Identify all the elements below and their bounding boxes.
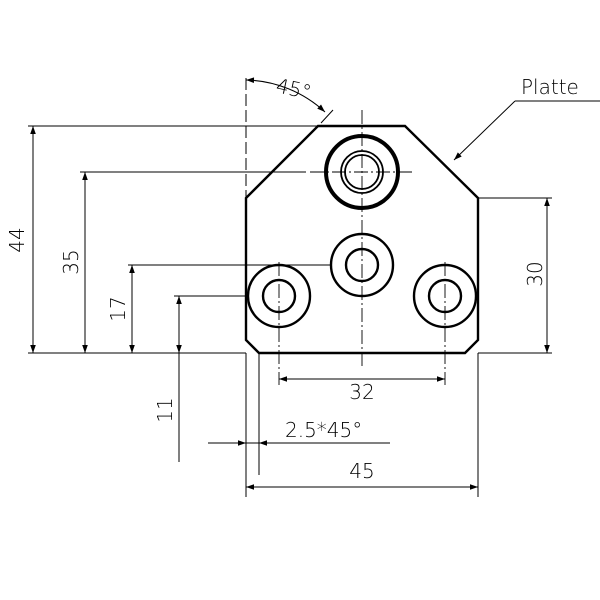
dim-30: 30 [523, 261, 547, 286]
angle-extension [320, 109, 334, 124]
leader-line [453, 100, 516, 161]
extension-lines [28, 125, 552, 497]
dim-44: 44 [5, 227, 29, 252]
dim-chamfer: 2.5*45° [285, 418, 362, 442]
dim-11: 11 [153, 397, 177, 422]
dim-35: 35 [59, 249, 83, 274]
dim-32: 32 [349, 380, 374, 404]
centerlines [245, 78, 446, 385]
dim-17: 17 [106, 296, 130, 321]
dim-45: 45 [349, 459, 374, 483]
angle-arc [245, 77, 326, 113]
plate-outline [244, 124, 480, 355]
dim-angle: 45° [274, 73, 314, 104]
part-label: Platte [521, 75, 579, 99]
